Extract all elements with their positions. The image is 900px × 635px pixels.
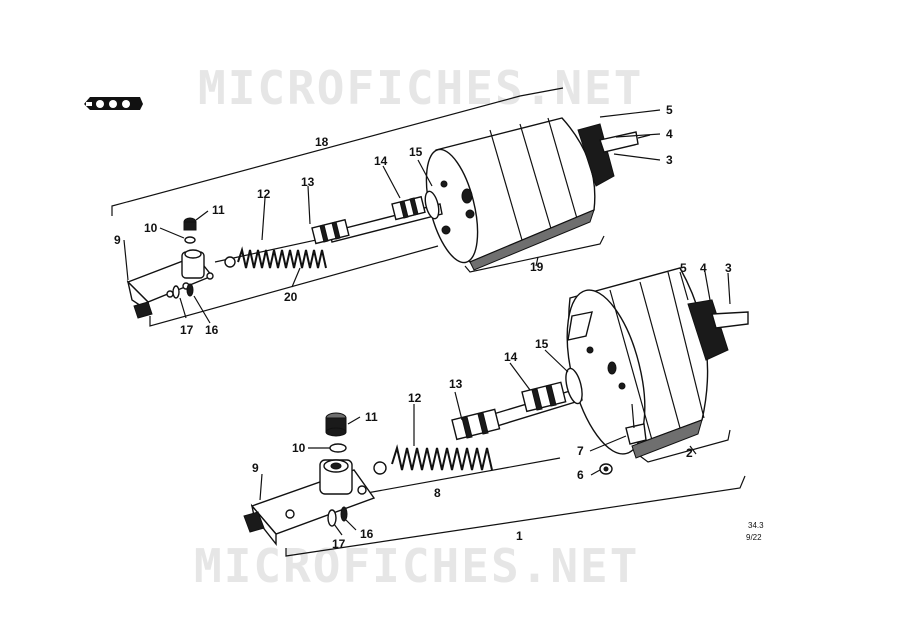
pushrod-assembly-upper xyxy=(577,123,651,187)
seal-17-lower xyxy=(327,509,337,527)
callout-4-lower: 4 xyxy=(700,261,707,275)
washer-lower xyxy=(373,461,387,475)
callout-10-lower: 10 xyxy=(292,441,306,455)
lower-assembly: 5 4 3 15 14 13 12 11 10 9 7 6 2 8 1 17 1… xyxy=(243,261,749,557)
bracket-18 xyxy=(111,87,564,216)
brake-booster-lower xyxy=(566,267,709,459)
callout-9-lower: 9 xyxy=(252,461,259,475)
seal-17-upper xyxy=(172,285,180,299)
spring-12-upper xyxy=(237,246,327,269)
upper-assembly: 18 5 4 3 15 14 13 12 11 10 9 17 16 20 19 xyxy=(111,87,673,337)
callout-9-upper: 9 xyxy=(114,233,121,247)
piston-13-upper xyxy=(311,218,350,245)
master-cylinder-lower xyxy=(243,459,376,547)
washer-upper xyxy=(224,256,236,268)
brake-booster-upper xyxy=(425,117,596,271)
spring-12-lower xyxy=(391,444,493,471)
vehicle-logo-icon xyxy=(84,97,143,110)
watermark-bottom: MICROFICHES.NET xyxy=(194,539,639,593)
callout-4-upper: 4 xyxy=(666,127,673,141)
piston-14-upper xyxy=(391,195,426,221)
bracket-1 xyxy=(285,475,746,557)
page-ref-date: 9/22 xyxy=(746,533,762,542)
callout-11-upper: 11 xyxy=(212,203,225,217)
callout-5-upper: 5 xyxy=(666,103,673,117)
callout-5-lower: 5 xyxy=(680,261,687,275)
stud-7-lower xyxy=(625,403,647,445)
reservoir-cap-11-upper xyxy=(183,217,197,231)
piston-14-lower xyxy=(521,381,567,413)
callout-1-lower: 1 xyxy=(516,529,523,543)
seal-16-lower xyxy=(340,506,348,522)
page-ref-code: 34.3 xyxy=(748,521,764,530)
callout-3-upper: 3 xyxy=(666,153,673,167)
callout-14-lower: 14 xyxy=(504,350,518,364)
callout-13-upper: 13 xyxy=(301,175,315,189)
washer-10-upper xyxy=(184,236,196,244)
bracket-2 xyxy=(639,429,731,463)
callout-17-lower: 17 xyxy=(332,537,346,551)
callout-6-lower: 6 xyxy=(577,468,584,482)
callout-15-upper: 15 xyxy=(409,145,423,159)
callout-7-lower: 7 xyxy=(577,444,584,458)
watermark-top: MICROFICHES.NET xyxy=(198,61,643,115)
piston-13-lower xyxy=(451,408,501,441)
washer-10-lower xyxy=(329,443,347,453)
callout-11-lower: 11 xyxy=(365,410,378,424)
bracket-19 xyxy=(464,235,605,273)
callout-20-upper: 20 xyxy=(284,290,298,304)
callout-17-upper: 17 xyxy=(180,323,194,337)
callout-10-upper: 10 xyxy=(144,221,158,235)
seal-15-upper xyxy=(424,190,440,220)
callout-16-upper: 16 xyxy=(205,323,219,337)
callout-19-upper: 19 xyxy=(530,260,544,274)
callout-14-upper: 14 xyxy=(374,154,388,168)
pushrod-assembly-lower xyxy=(687,299,749,361)
callout-15-lower: 15 xyxy=(535,337,549,351)
callout-8-lower: 8 xyxy=(434,486,441,500)
bracket-20 xyxy=(149,245,439,327)
callout-16-lower: 16 xyxy=(360,527,374,541)
reservoir-cap-11-lower xyxy=(325,412,347,437)
callout-13-lower: 13 xyxy=(449,377,463,391)
callout-2-lower: 2 xyxy=(686,446,693,460)
callout-12-lower: 12 xyxy=(408,391,422,405)
seal-15-lower xyxy=(565,367,583,405)
nut-6-hole xyxy=(603,466,609,472)
callout-12-upper: 12 xyxy=(257,187,271,201)
seal-16-upper xyxy=(186,283,194,297)
master-cylinder-upper xyxy=(126,249,214,319)
callout-18-upper: 18 xyxy=(315,135,329,149)
callout-3-lower: 3 xyxy=(725,261,732,275)
